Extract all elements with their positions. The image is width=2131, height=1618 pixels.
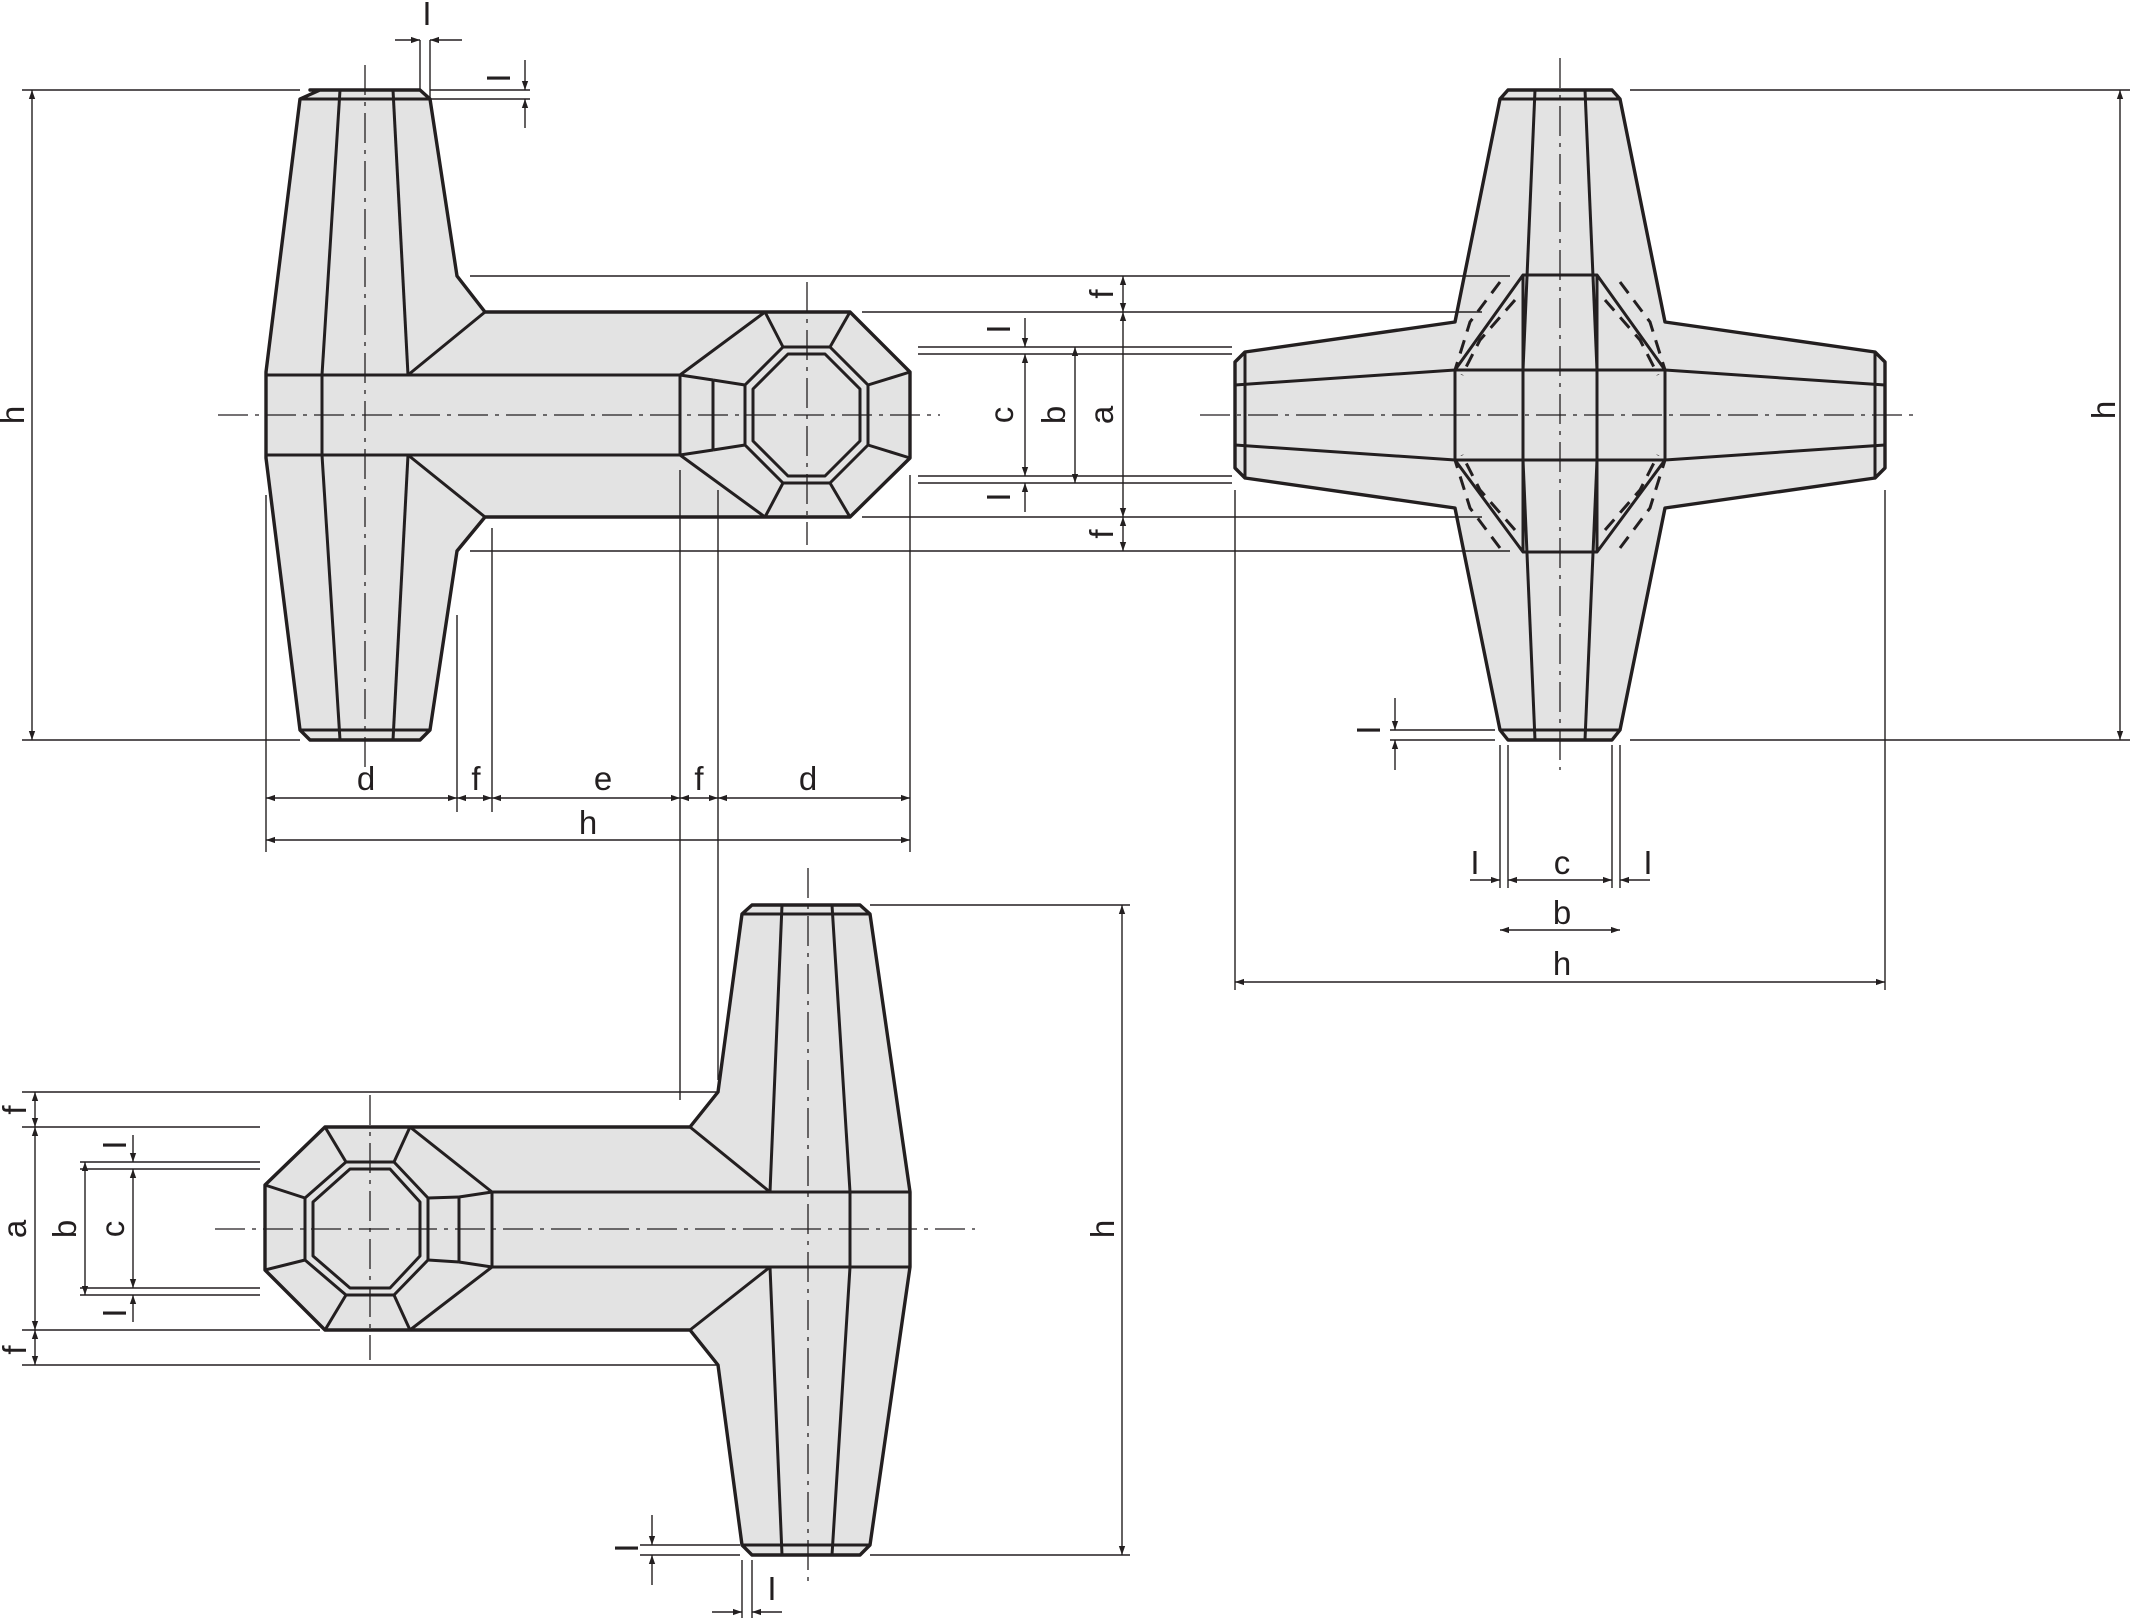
dimension-lines <box>28 36 2124 1616</box>
dim-label-c: c <box>1554 844 1571 881</box>
dim-label-d: d <box>357 760 375 797</box>
dim-label-i: I <box>480 73 517 82</box>
dim-label-i: I <box>608 1543 645 1552</box>
dim-label-c: c <box>983 407 1020 424</box>
dim-label-i: I <box>1470 844 1479 881</box>
dim-label-d: d <box>799 760 817 797</box>
dim-label-i: I <box>980 324 1017 333</box>
dim-label-f: f <box>0 1345 33 1355</box>
extension-lines <box>22 40 2130 1618</box>
dim-label-b: b <box>1553 894 1571 931</box>
dim-label-f: f <box>694 760 704 797</box>
dim-label-h: h <box>1084 1220 1121 1238</box>
dim-label-a: a <box>1083 405 1120 424</box>
dim-label-h: h <box>2085 401 2122 419</box>
dim-label-f: f <box>0 1105 33 1115</box>
dim-label-b: b <box>46 1220 83 1238</box>
dim-label-i: I <box>980 492 1017 501</box>
dim-label-f: f <box>1083 289 1120 299</box>
t-handle-view-top <box>218 65 940 770</box>
dim-label-a: a <box>0 1219 33 1238</box>
dim-label-i: I <box>96 1140 133 1149</box>
t-handle-view-bottom <box>215 868 975 1588</box>
cross-view-right <box>1200 58 1915 770</box>
dim-label-h: h <box>1553 945 1571 982</box>
dim-label-f: f <box>471 760 481 797</box>
dim-label-h: h <box>0 406 31 424</box>
dim-label-f: f <box>1083 529 1120 539</box>
dim-label-i: I <box>1350 725 1387 734</box>
dim-label-b: b <box>1035 406 1072 424</box>
dim-label-c: c <box>94 1221 131 1238</box>
dim-label-i: I <box>96 1308 133 1317</box>
dim-label-i: I <box>422 0 431 32</box>
dim-label-i: I <box>767 1570 776 1607</box>
dim-label-i: I <box>1643 844 1652 881</box>
dim-label-e: e <box>594 760 612 797</box>
dim-label-h: h <box>579 804 597 841</box>
